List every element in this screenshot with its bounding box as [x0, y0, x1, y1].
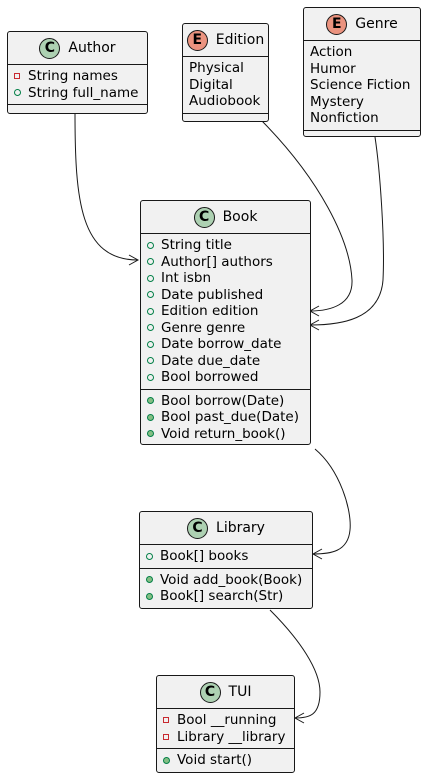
enum-edition-name: Edition	[215, 32, 265, 48]
class-author-methods	[8, 105, 147, 117]
field-row: Int isbn	[141, 270, 310, 287]
field-row: Library __library	[157, 729, 294, 746]
enum-edition-methods	[183, 114, 268, 126]
public-visibility-icon	[14, 89, 21, 97]
enum-value: Nonfiction	[310, 110, 379, 126]
field-row: String names	[8, 68, 147, 85]
arrowhead-book-library	[311, 548, 323, 560]
class-tui-methods: Void start()	[157, 749, 294, 772]
enum-stereotype-icon: E	[326, 13, 348, 35]
enum-edition-values: Physical Digital Audiobook	[183, 57, 268, 114]
enum-value: Action	[310, 44, 353, 60]
field-row: Date borrow_date	[141, 336, 310, 353]
field-row: Date published	[141, 287, 310, 304]
private-visibility-icon	[163, 733, 169, 740]
method-row: Bool borrow(Date)	[141, 393, 310, 410]
enum-genre-methods	[304, 131, 420, 143]
method-row: Void add_book(Book)	[140, 572, 312, 589]
public-visibility-icon	[147, 258, 154, 266]
public-method-icon	[147, 430, 154, 438]
public-method-icon	[147, 413, 154, 421]
class-author-header: C Author	[8, 32, 147, 65]
public-visibility-icon	[147, 241, 154, 249]
public-visibility-icon	[147, 324, 154, 332]
class-stereotype-icon: C	[187, 517, 209, 539]
enum-value: Humor	[310, 60, 356, 77]
class-author-fields: String names String full_name	[8, 65, 147, 105]
public-visibility-icon	[147, 274, 154, 282]
field-row: Author[] authors	[141, 254, 310, 271]
public-method-icon	[146, 576, 153, 584]
enum-genre-values: Action Humor Science Fiction Mystery Non…	[304, 41, 420, 131]
enum-stereotype-icon: E	[186, 29, 208, 51]
public-method-icon	[163, 756, 170, 764]
public-method-icon	[147, 397, 154, 405]
edge-book-library	[312, 448, 351, 555]
class-library-methods: Void add_book(Book) Book[] search(Str)	[140, 569, 312, 608]
class-stereotype-icon: C	[193, 206, 215, 228]
enum-edition[interactable]: E Edition Physical Digital Audiobook	[182, 23, 269, 122]
public-visibility-icon	[147, 340, 154, 348]
arrowhead-library-tui	[293, 712, 305, 724]
edge-edition-book	[261, 120, 353, 312]
enum-value: Physical	[189, 60, 244, 76]
class-library-header: C Library	[140, 512, 312, 545]
class-book-fields: String title Author[] authors Int isbn D…	[141, 234, 310, 390]
class-book-methods: Bool borrow(Date) Bool past_due(Date) Vo…	[141, 390, 310, 446]
enum-edition-header: E Edition	[183, 24, 268, 57]
class-book-header: C Book	[141, 201, 310, 234]
class-library-fields: Book[] books	[140, 545, 312, 569]
field-row: String full_name	[8, 85, 147, 102]
method-row: Void return_book()	[141, 426, 310, 443]
class-library[interactable]: C Library Book[] books Void add_book(Boo…	[139, 511, 313, 609]
enum-genre[interactable]: E Genre Action Humor Science Fiction Mys…	[303, 7, 421, 137]
enum-genre-header: E Genre	[304, 8, 420, 41]
class-tui-name: TUI	[228, 684, 252, 700]
public-visibility-icon	[147, 373, 154, 381]
class-author[interactable]: C Author String names String full_name	[7, 31, 148, 114]
public-visibility-icon	[147, 291, 154, 299]
enum-value: Mystery	[310, 93, 364, 110]
public-method-icon	[146, 592, 153, 600]
field-row: Bool borrowed	[141, 369, 310, 386]
edge-library-tui	[269, 609, 321, 719]
enum-value: Digital	[189, 76, 233, 93]
class-library-name: Library	[216, 520, 265, 536]
private-visibility-icon	[14, 73, 20, 80]
class-tui-fields: Bool __running Library __library	[157, 709, 294, 749]
field-row: Book[] books	[140, 548, 312, 565]
public-visibility-icon	[146, 552, 153, 560]
enum-value: Audiobook	[189, 93, 261, 109]
field-row: String title	[141, 237, 310, 254]
arrowhead-author-book	[128, 254, 140, 266]
public-visibility-icon	[147, 307, 154, 315]
public-visibility-icon	[147, 357, 154, 365]
field-row: Date due_date	[141, 353, 310, 370]
field-row: Edition edition	[141, 303, 310, 320]
field-row: Genre genre	[141, 320, 310, 337]
method-row: Bool past_due(Date)	[141, 409, 310, 426]
private-visibility-icon	[163, 717, 169, 724]
field-row: Bool __running	[157, 712, 294, 729]
class-book-name: Book	[222, 209, 258, 225]
class-author-name: Author	[68, 40, 116, 56]
method-row: Void start()	[157, 752, 294, 769]
method-row: Book[] search(Str)	[140, 588, 312, 605]
class-stereotype-icon: C	[39, 37, 61, 59]
class-tui-header: C TUI	[157, 676, 294, 709]
class-stereotype-icon: C	[199, 681, 221, 703]
enum-genre-name: Genre	[355, 16, 398, 32]
class-tui[interactable]: C TUI Bool __running Library __library V…	[156, 675, 295, 773]
class-book[interactable]: C Book String title Author[] authors Int…	[140, 200, 311, 445]
enum-value: Science Fiction	[310, 77, 411, 93]
edge-genre-book	[309, 136, 384, 326]
edge-author-book	[74, 112, 139, 261]
